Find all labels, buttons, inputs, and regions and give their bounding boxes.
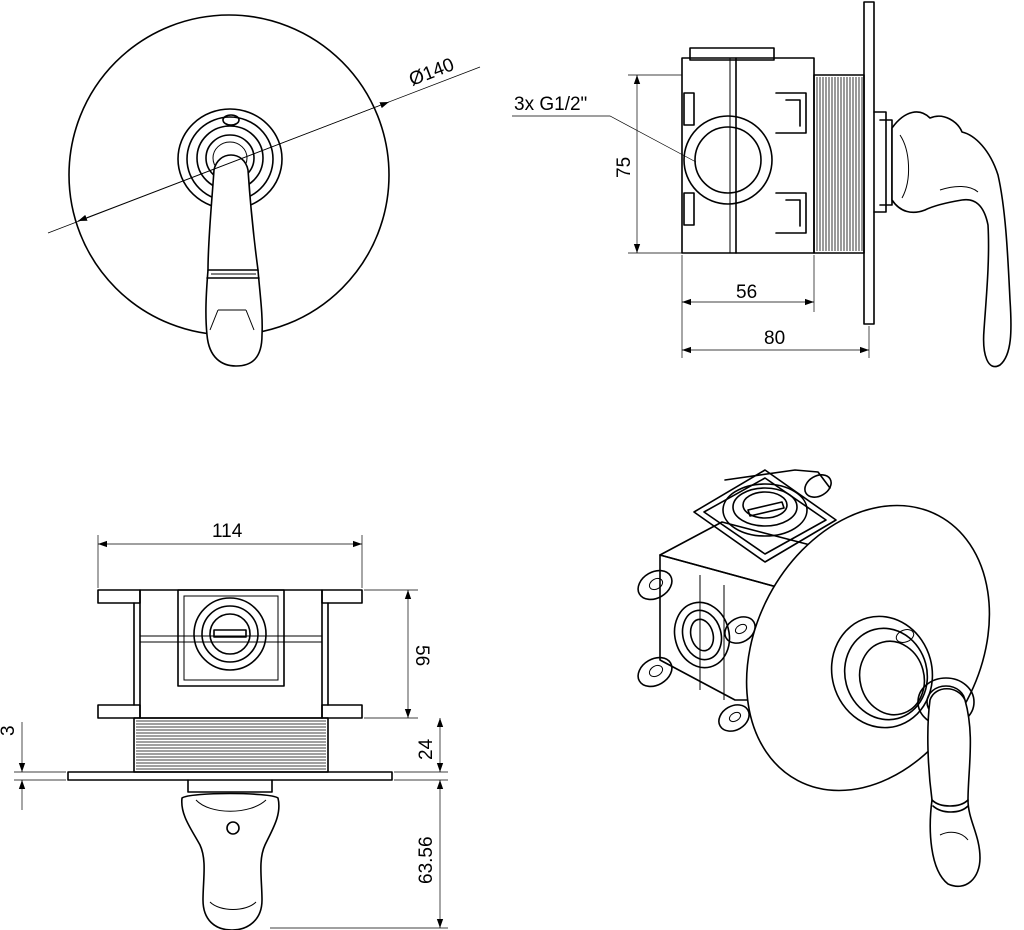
top-view: 114 56 24 63.56 3 [0, 521, 448, 930]
iso-cover-plate [745, 504, 991, 792]
top-handle [181, 792, 280, 930]
front-handle [205, 154, 263, 367]
total-depth-dimension: 80 [682, 326, 870, 358]
handle-projection-dimension: 63.56 [270, 779, 448, 929]
connection-callout: 3x G1/2" [512, 94, 697, 163]
side-view: 3x G1/2" 75 56 80 [512, 1, 1012, 368]
diameter-dimension: Ø140 [47, 54, 481, 234]
box-depth-label: 56 [736, 282, 757, 303]
total-depth-label: 80 [764, 328, 785, 349]
top-depth-label: 56 [411, 645, 432, 666]
box-depth-dimension: 56 [681, 255, 815, 358]
front-view: Ø140 [47, 14, 481, 367]
thread-lines [136, 720, 326, 770]
side-handle [891, 111, 1012, 368]
plate-thickness-dimension: 3 [0, 722, 66, 810]
connection-label: 3x G1/2" [514, 94, 587, 115]
width-dimension: 114 [97, 521, 363, 588]
handle-projection-label: 63.56 [416, 836, 437, 884]
width-label: 114 [212, 521, 243, 542]
iso-handle [927, 687, 981, 887]
isometric-view [637, 469, 991, 887]
height-label: 75 [614, 157, 635, 178]
top-depth-dimension: 56 [364, 589, 432, 719]
thread-length-dimension: 24 [394, 718, 448, 773]
plate-thickness-label: 3 [0, 725, 19, 736]
height-dimension: 75 [614, 74, 682, 254]
thread-lines [816, 77, 863, 251]
thread-length-label: 24 [416, 738, 437, 760]
